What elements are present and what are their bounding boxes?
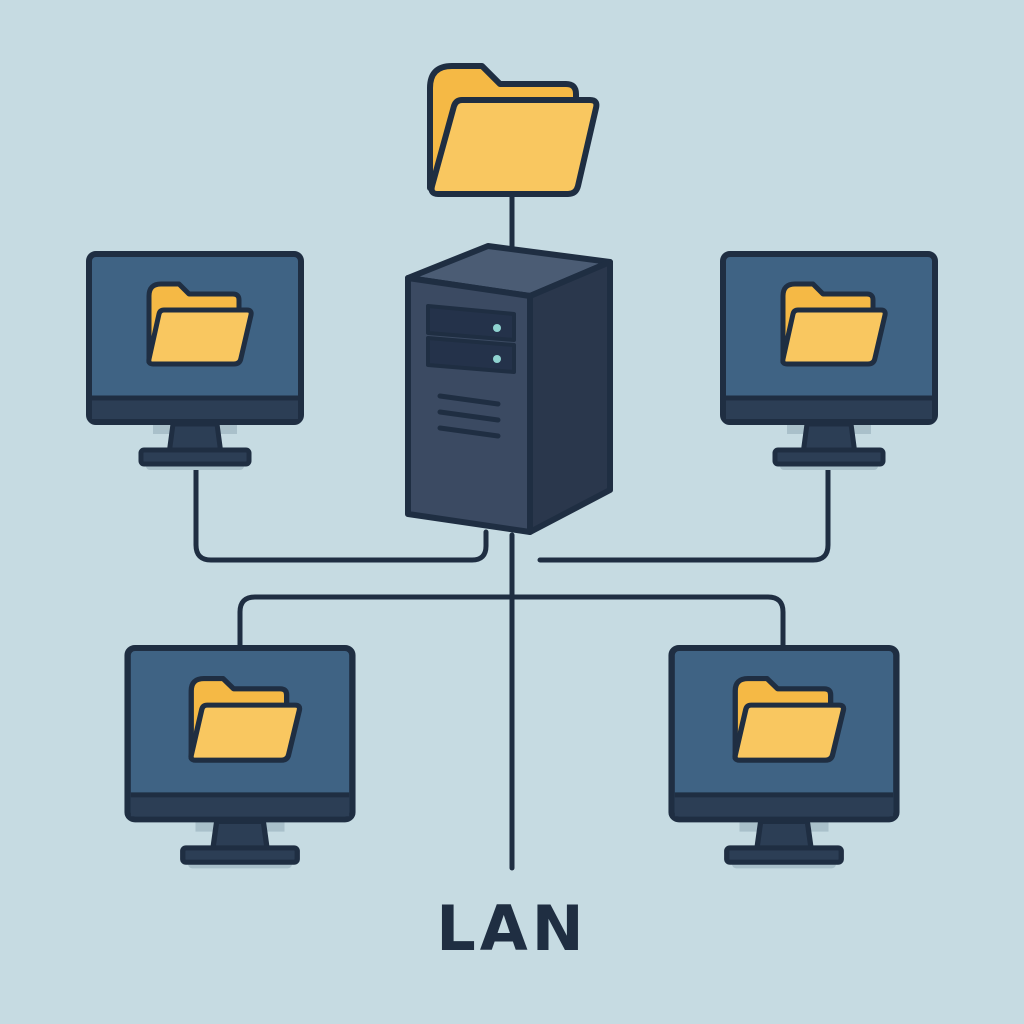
led-1 [493, 324, 501, 332]
cable-top-right-monitor [537, 465, 831, 563]
server-tower-icon [405, 243, 613, 535]
workstation-top-right [723, 254, 935, 470]
vent-lines [437, 393, 501, 439]
drive-bay-2 [426, 336, 516, 374]
network-cables [193, 193, 831, 871]
workstation-bottom-left [128, 648, 353, 868]
cable-bottom-monitors [237, 594, 786, 648]
shared-folder-icon [427, 63, 600, 197]
lan-label: LAN [436, 892, 588, 965]
cable-top-left-monitor [193, 465, 489, 563]
drive-bay-1 [426, 304, 516, 342]
workstation-bottom-right [672, 648, 897, 868]
led-2 [493, 355, 501, 363]
server-side [527, 259, 613, 535]
workstation-top-left [89, 254, 301, 470]
